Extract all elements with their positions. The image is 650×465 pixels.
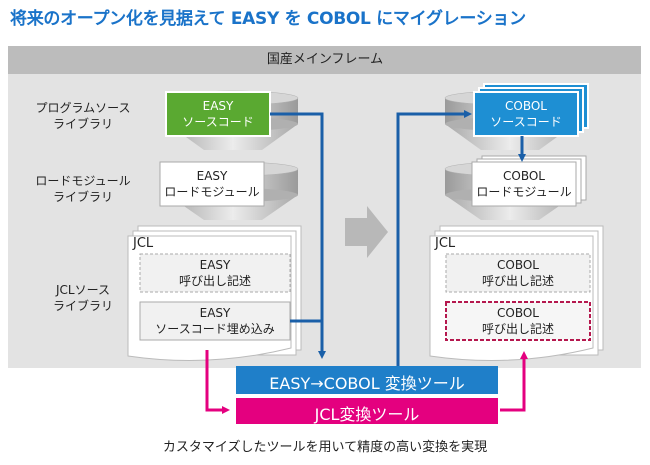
easy-call-text-line1: EASY	[199, 258, 231, 272]
easy-cobol-tool-label: EASY→COBOL 変換ツール	[269, 374, 465, 393]
easy-load-text-line2: ロードモジュール	[164, 185, 260, 199]
cobol-source-box	[473, 91, 579, 137]
easy-call-text: EASY 呼び出し記述	[140, 257, 290, 289]
cobol-load-text-line1: COBOL	[503, 169, 545, 183]
easy-embed-text: EASY ソースコード埋め込み	[140, 305, 290, 337]
easy-source-text-line1: EASY	[202, 99, 234, 113]
easy-embed-box	[139, 301, 291, 341]
cobol-source-text-line2: ソースコード	[490, 115, 562, 129]
easy-load-text: EASY ロードモジュール	[160, 168, 264, 200]
easy-source-text-line2: ソースコード	[182, 115, 254, 129]
mainframe-header-band	[8, 46, 641, 74]
easy-jcl-label: JCL	[133, 236, 154, 251]
easy-source-box	[165, 91, 271, 137]
easy-call-text-line2: 呼び出し記述	[178, 274, 251, 288]
jcl-source-label-line2: ライブラリ	[52, 299, 113, 313]
cobol-call-highlight-text-line1: COBOL	[497, 306, 539, 320]
program-source-label-line2: ライブラリ	[52, 117, 113, 131]
cobol-load-box	[471, 161, 577, 207]
easy-call-box	[139, 253, 291, 293]
program-source-label: プログラムソース ライブラリ	[28, 100, 138, 132]
jcl-input-arrow	[205, 350, 230, 414]
program-source-label-line1: プログラムソース	[35, 101, 131, 115]
cobol-call-highlight-box	[445, 301, 591, 341]
cobol-load-text: COBOL ロードモジュール	[472, 168, 576, 200]
load-module-label-line2: ライブラリ	[52, 190, 113, 204]
cobol-source-text-line1: COBOL	[505, 99, 547, 113]
jcl-source-label-line1: JCLソース	[55, 283, 110, 297]
easy-load-text-line1: EASY	[196, 169, 228, 183]
jcl-output-arrow	[500, 351, 528, 412]
tool-to-cobol-source-arrow	[396, 110, 472, 368]
easy-embed-text-line2: ソースコード埋め込み	[155, 322, 275, 336]
easy-embed-text-line1: EASY	[199, 306, 231, 320]
cobol-load-text-line2: ロードモジュール	[476, 185, 572, 199]
cobol-jcl-label: JCL	[435, 236, 456, 251]
footer-caption: カスタマイズしたツールを用いて精度の高い変換を実現	[162, 440, 488, 455]
easy-source-to-tool-arrow	[270, 112, 326, 359]
cobol-source-text: COBOL ソースコード	[474, 98, 578, 130]
cobol-call-text-line1: COBOL	[497, 258, 539, 272]
migration-arrow	[345, 206, 388, 258]
mainframe-label: 国産メインフレーム	[266, 52, 384, 67]
load-module-label: ロードモジュール ライブラリ	[28, 173, 138, 205]
page-title: 将来のオープン化を見据えて EASY を COBOL にマイグレーション	[10, 9, 526, 29]
cobol-call-box	[445, 253, 591, 293]
cobol-call-highlight-text: COBOL 呼び出し記述	[446, 305, 590, 337]
jcl-tool-label: JCL変換ツール	[314, 405, 420, 424]
jcl-source-label: JCLソース ライブラリ	[28, 282, 138, 314]
easy-cobol-tool-bar	[236, 366, 498, 394]
easy-load-box	[159, 161, 265, 207]
load-module-label-line1: ロードモジュール	[35, 174, 131, 188]
jcl-tool-bar	[236, 398, 498, 424]
cobol-call-text-line2: 呼び出し記述	[481, 274, 554, 288]
cobol-call-text: COBOL 呼び出し記述	[446, 257, 590, 289]
easy-source-text: EASY ソースコード	[166, 98, 270, 130]
cobol-call-highlight-text-line2: 呼び出し記述	[481, 322, 554, 336]
